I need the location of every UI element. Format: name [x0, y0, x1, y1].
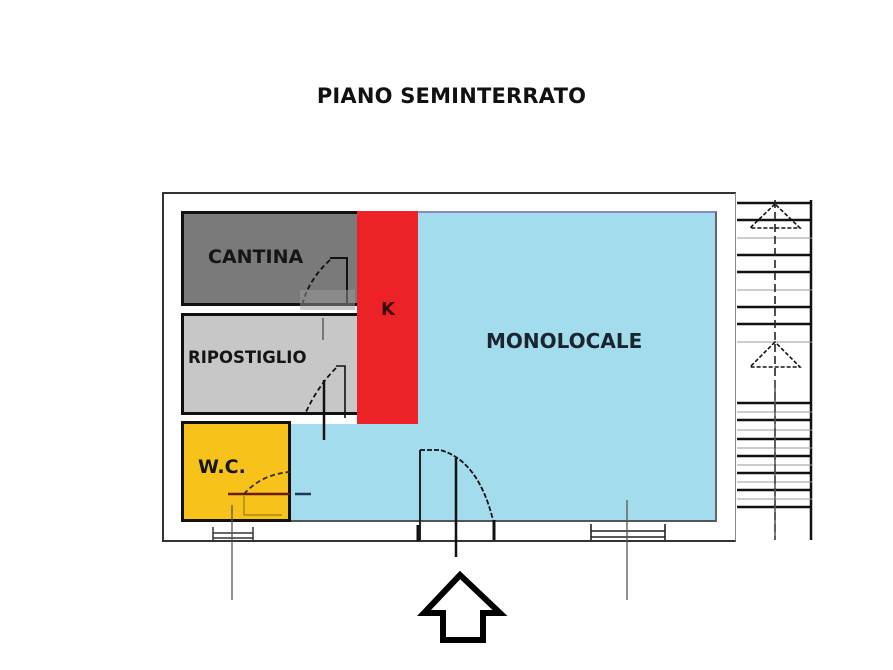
room-label-wc: W.C. [198, 456, 246, 478]
staircase-icon [737, 200, 813, 540]
entrance-arrow-icon [417, 570, 508, 643]
window-monolocale [590, 500, 666, 600]
room-ripostiglio: RIPOSTIGLIO [181, 313, 357, 415]
door-wc [228, 471, 311, 516]
room-label-kitchen: K [381, 299, 395, 320]
window-wc [212, 505, 254, 600]
door-cantina [300, 257, 355, 310]
room-monolocale-extension [291, 424, 418, 522]
room-monolocale: MONOLOCALE [418, 211, 717, 522]
room-label-monolocale: MONOLOCALE [486, 329, 643, 353]
room-kitchen: K [357, 211, 418, 424]
room-label-ripostiglio: RIPOSTIGLIO [188, 348, 307, 367]
door-ripostiglio [305, 318, 346, 440]
room-label-cantina: CANTINA [208, 246, 304, 268]
door-entrance [416, 449, 496, 557]
room-wc: W.C. [181, 421, 291, 522]
page-title: PIANO SEMINTERRATO [316, 84, 587, 108]
